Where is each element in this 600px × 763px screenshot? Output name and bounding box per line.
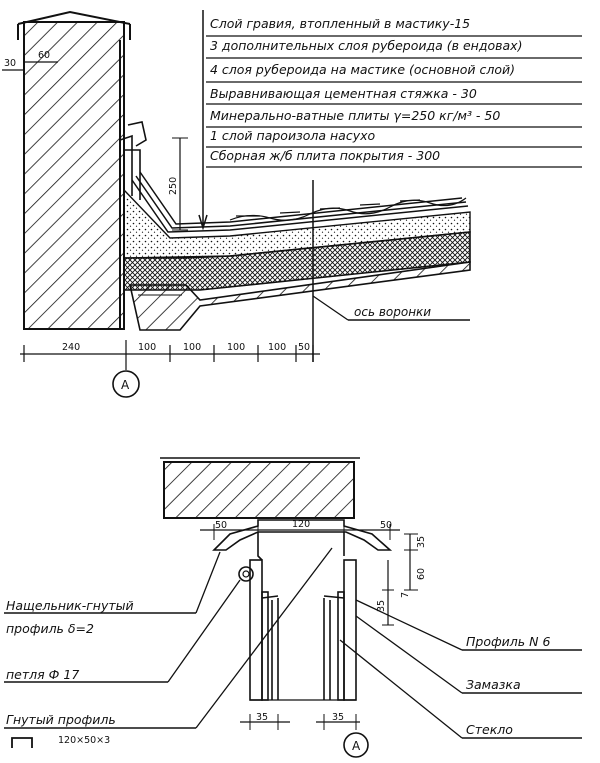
dim-250: 250 <box>168 177 179 195</box>
dim-60-bottom: 60 <box>416 568 427 580</box>
beam <box>163 461 355 519</box>
label-flashing-profile: профиль δ=2 <box>6 621 94 636</box>
insulation-layer <box>123 231 471 291</box>
parapet-wall <box>17 10 131 330</box>
dimension-values-top: 240 100 100 100 100 50 <box>62 342 310 353</box>
label-bent-profile-size: 120×50×3 <box>58 735 110 746</box>
dim-7: 7 <box>400 592 411 598</box>
left-frame-profile <box>249 559 279 701</box>
axis-circle-top <box>112 370 140 398</box>
dim-50-right: 50 <box>380 520 392 531</box>
dim-120: 120 <box>292 519 310 530</box>
dim-240: 240 <box>62 342 80 353</box>
dim-100-3: 100 <box>227 342 245 353</box>
dim-100-1: 100 <box>138 342 156 353</box>
layer-label-5: Минерально-ватные плиты γ=250 кг/м³ - 50 <box>210 108 500 123</box>
dimension-chain-top <box>20 340 320 370</box>
layer-labels: Слой гравия, втопленный в мастику-15 3 д… <box>210 16 522 163</box>
right-frame-profile <box>323 559 357 701</box>
axis-mark-bottom: A <box>352 739 361 753</box>
dim-35-left: 35 <box>256 712 268 723</box>
label-profile-n6: Профиль N 6 <box>466 634 550 649</box>
funnel-axis-label: ось воронки <box>354 305 431 319</box>
roof-section-drawing <box>2 10 471 398</box>
cement-screed-layer <box>123 188 471 259</box>
dim-50: 50 <box>298 342 310 353</box>
layer-label-1: Слой гравия, втопленный в мастику-15 <box>210 16 470 31</box>
layer-label-6: 1 слой пароизола насухо <box>210 128 375 143</box>
dim-50-left: 50 <box>215 520 227 531</box>
skylight-detail-drawing <box>4 457 582 758</box>
gravel-layer <box>229 197 467 221</box>
layer-label-4: Выравнивающая цементная стяжка - 30 <box>210 86 477 101</box>
axis-circle-bottom <box>343 732 369 758</box>
label-flashing: Нащельник-гнутый <box>6 598 134 613</box>
dim-35-top: 35 <box>416 536 427 548</box>
layer-label-2: 3 дополнительных слоя рубероида (в ендов… <box>210 38 522 53</box>
loop-ring <box>238 566 254 582</box>
axis-mark-top: A <box>121 378 130 392</box>
dim-35-side: 35 <box>376 600 387 612</box>
dim-35-right: 35 <box>332 712 344 723</box>
wall-flashing <box>119 121 147 200</box>
label-loop: петля Ф 17 <box>6 667 79 682</box>
dim-60: 60 <box>38 50 50 61</box>
layer-label-3: 4 слоя рубероида на мастике (основной сл… <box>210 62 515 77</box>
dim-30: 30 <box>4 58 16 69</box>
label-glass: Стекло <box>466 722 513 737</box>
dim-100-4: 100 <box>268 342 286 353</box>
label-putty: Замазка <box>466 677 521 692</box>
dim-100-2: 100 <box>183 342 201 353</box>
label-bent-profile: Гнутый профиль <box>6 712 116 727</box>
layer-label-7: Сборная ж/б плита покрытия - 300 <box>210 148 440 163</box>
